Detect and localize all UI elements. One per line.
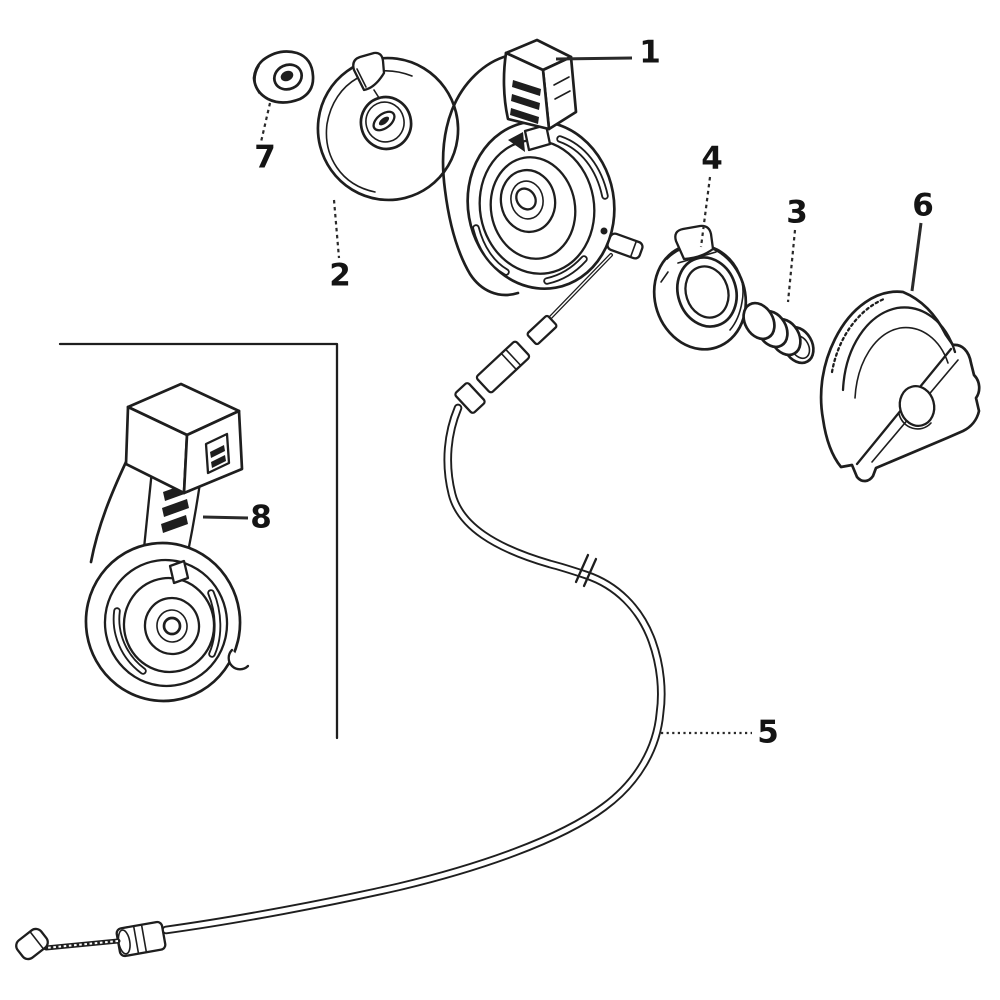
reference-bracket [58, 342, 339, 740]
callout-4-cam-plate: 4 [701, 140, 723, 177]
leader-line-7 [259, 102, 272, 143]
leader-line-8 [202, 515, 249, 520]
callout-5-throttle-cable: 5 [757, 714, 779, 751]
leader-line-1 [555, 56, 633, 61]
spring-part-3 [742, 301, 815, 365]
throttle-cable-part-5 [15, 232, 666, 961]
callout-3-spring: 3 [786, 194, 808, 231]
callout-7-nut: 7 [254, 139, 276, 176]
disc-plate-part-2 [316, 51, 460, 202]
leader-line-6 [910, 222, 923, 292]
callout-1-throttle-lever-assembly: 1 [639, 34, 661, 71]
leader-line-2 [332, 199, 341, 259]
housing-part-6 [819, 290, 981, 483]
callout-8-control-lever-assembly: 8 [250, 499, 272, 536]
leader-line-3 [786, 229, 797, 303]
leader-line-4 [699, 176, 712, 248]
control-lever-part-8 [84, 382, 250, 703]
nut-part-7 [252, 50, 315, 104]
callout-2-disc-plate: 2 [329, 257, 351, 294]
throttle-lever-part-1 [441, 38, 616, 297]
callout-6-housing-case: 6 [912, 187, 934, 224]
